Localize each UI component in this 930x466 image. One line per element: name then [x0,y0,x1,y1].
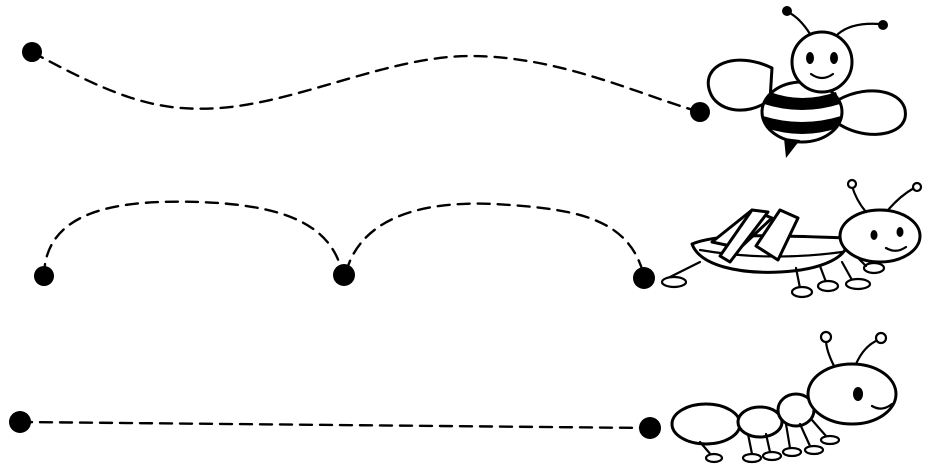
ant-leg-4 [784,422,792,450]
bee-icon [706,6,907,158]
bee-antenna-left [786,10,812,36]
grasshopper-toe-4 [862,261,886,275]
grasshopper-smile [884,245,908,252]
dashed-wave-path[interactable] [30,50,702,114]
ant-eye [853,387,863,401]
ant-antenna-left [824,338,836,368]
middle-dot[interactable] [333,264,355,286]
ant-smile [870,402,894,410]
grasshopper-head [838,208,922,264]
dashed-straight-path[interactable] [18,420,652,430]
end-dot[interactable] [690,102,710,122]
bee-antenna-tip-right [878,20,888,30]
ant-leg-3 [764,432,772,454]
grasshopper-toe-2 [816,279,840,293]
bee-antenna-tip-left [782,6,792,16]
row-2-double-arch [34,178,923,299]
grasshopper-eye-left [870,230,878,240]
ant-icon [670,330,898,464]
start-dot[interactable] [9,411,31,433]
grasshopper-hind-leg-front [754,208,800,262]
bee-antenna-right [836,22,882,36]
grasshopper-icon [660,178,923,299]
ant-thorax [736,405,784,439]
ant-antenna-right [854,338,880,366]
ant-foot-3 [761,450,783,462]
grasshopper-leg-1 [794,266,802,290]
bee-stripe-1 [764,92,840,110]
bee-head [790,30,854,94]
bee-wing-left [706,58,774,112]
row-1-wave [22,6,907,158]
ant-foot-1 [704,452,724,464]
grasshopper-hind-leg-back-lower [718,208,770,264]
ant-foot-4 [781,446,803,458]
ant-foot-2 [741,452,763,464]
grasshopper-antenna-tip-right [911,181,923,193]
ant-abdomen [670,402,742,446]
grasshopper-toe-3 [844,277,872,291]
grasshopper-toe-back [660,275,688,289]
bee-eye-left [806,52,814,64]
bee-eye-right [830,52,838,64]
start-dot[interactable] [22,42,42,62]
bee-wing-right [834,89,907,136]
start-dot[interactable] [34,266,54,286]
ant-leg-5 [798,422,812,448]
dashed-arch-path-2[interactable] [344,202,646,278]
bee-smile [809,72,835,80]
grasshopper-leg-2 [818,264,828,284]
grasshopper-antenna-left [850,184,868,214]
dashed-arch-path-1[interactable] [42,200,344,278]
row-3-straight [9,330,898,464]
bee-stinger [784,138,800,158]
bee-stripe-2 [763,116,841,134]
grasshopper-eye-right [896,227,904,237]
ant-antenna-tip-left [819,330,833,344]
end-dot[interactable] [639,417,661,439]
grasshopper-toe-1 [790,285,814,299]
grasshopper-leg-3 [840,260,854,282]
grasshopper-antenna-right [886,186,916,212]
ant-leg-2 [746,432,754,456]
ant-leg-6 [810,418,828,438]
ant-foot-5 [803,444,825,456]
end-dot[interactable] [633,267,655,289]
ant-antenna-tip-right [874,331,888,345]
grasshopper-antenna-tip-left [846,178,858,190]
ant-foot-6 [819,434,841,446]
ant-head [806,362,898,426]
